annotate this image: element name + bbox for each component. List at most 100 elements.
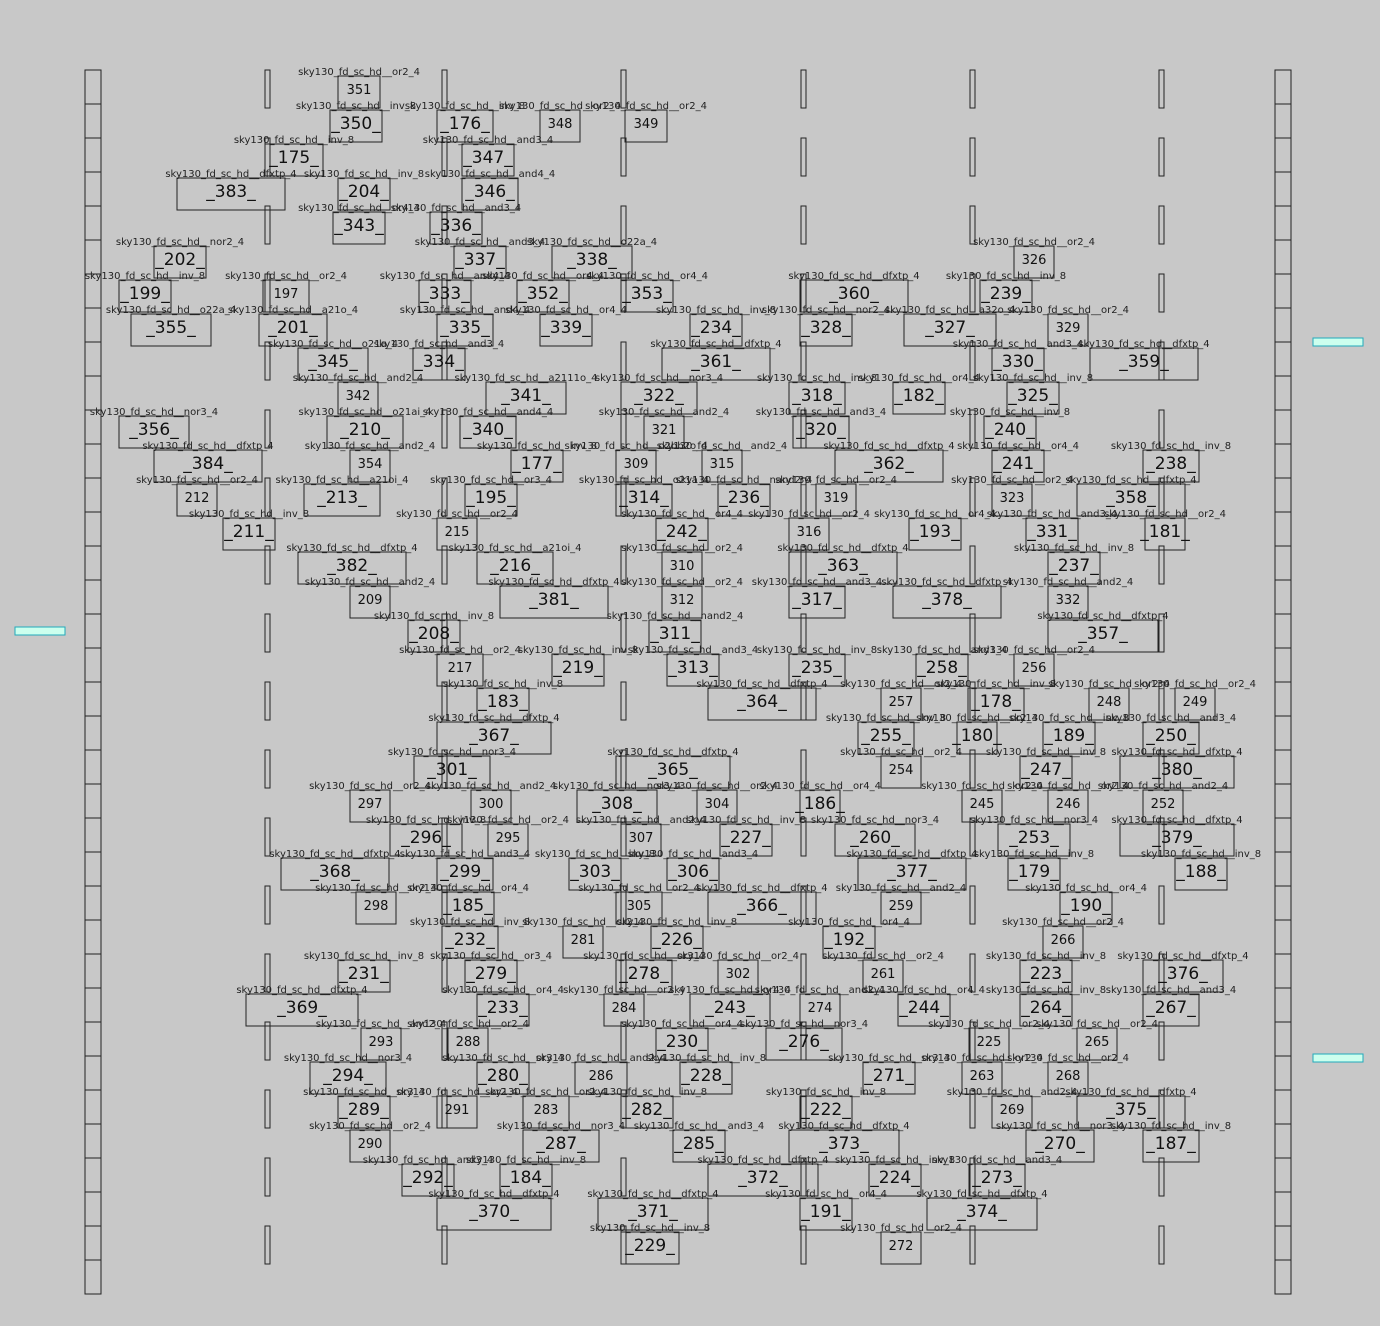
cell-306[interactable]: sky130_fd_sc_hd__and3_4_306_ [628, 849, 758, 891]
cell-340[interactable]: sky130_fd_sc_hd__and4_4_340_ [423, 407, 553, 449]
io-pin[interactable] [1312, 1053, 1364, 1063]
cell-231[interactable]: sky130_fd_sc_hd__inv_8_231_ [304, 951, 424, 993]
cell-380[interactable]: sky130_fd_sc_hd__dfxtp_4_380_ [1111, 747, 1243, 789]
cell-333[interactable]: sky130_fd_sc_hd__and4_4_333_ [380, 271, 510, 313]
cell-219[interactable]: sky130_fd_sc_hd__inv_8_219_ [518, 645, 638, 687]
cell-264[interactable]: sky130_fd_sc_hd__inv_8_264_ [986, 985, 1106, 1027]
cell-381[interactable]: sky130_fd_sc_hd__dfxtp_4_381_ [488, 577, 620, 619]
cell-232[interactable]: sky130_fd_sc_hd__inv_8_232_ [410, 917, 530, 959]
cell-223[interactable]: sky130_fd_sc_hd__inv_8_223_ [986, 951, 1106, 993]
cell-314[interactable]: sky130_fd_sc_hd__o21a_4_314_ [579, 475, 709, 517]
cell-322[interactable]: sky130_fd_sc_hd__nor3_4_322_ [595, 373, 723, 415]
cell-301[interactable]: sky130_fd_sc_hd__nor3_4_301_ [388, 747, 516, 789]
cell-370[interactable]: sky130_fd_sc_hd__dfxtp_4_370_ [428, 1189, 560, 1231]
cell-355[interactable]: sky130_fd_sc_hd__o22a_4_355_ [106, 305, 236, 347]
cell-184[interactable]: sky130_fd_sc_hd__inv_8_184_ [466, 1155, 586, 1197]
cell-356[interactable]: sky130_fd_sc_hd__nor3_4_356_ [90, 407, 218, 449]
cell-359[interactable]: sky130_fd_sc_hd__dfxtp_4_359_ [1078, 339, 1210, 381]
cell-229[interactable]: sky130_fd_sc_hd__inv_8_229_ [590, 1223, 710, 1265]
cell-175[interactable]: sky130_fd_sc_hd__inv_8_175_ [234, 135, 354, 177]
cell-279[interactable]: sky130_fd_sc_hd__or3_4_279_ [430, 951, 552, 993]
cell-227[interactable]: sky130_fd_sc_hd__inv_8_227_ [686, 815, 806, 857]
cell-358[interactable]: sky130_fd_sc_hd__dfxtp_4_358_ [1065, 475, 1197, 517]
cell-361[interactable]: sky130_fd_sc_hd__dfxtp_4_361_ [650, 339, 782, 381]
cell-308[interactable]: sky130_fd_sc_hd__nor3_4_308_ [553, 781, 681, 823]
cell-282[interactable]: sky130_fd_sc_hd__inv_8_282_ [587, 1087, 707, 1129]
cell-336[interactable]: sky130_fd_sc_hd__and3_4_336_ [391, 203, 521, 245]
cell-366[interactable]: sky130_fd_sc_hd__dfxtp_4_366_ [696, 883, 828, 925]
cell-345[interactable]: sky130_fd_sc_hd__o21a_4_345_ [268, 339, 398, 381]
cell-237[interactable]: sky130_fd_sc_hd__inv_8_237_ [1014, 543, 1134, 585]
cell-347[interactable]: sky130_fd_sc_hd__and3_4_347_ [423, 135, 553, 177]
cell-368[interactable]: sky130_fd_sc_hd__dfxtp_4_368_ [269, 849, 401, 891]
cell-350[interactable]: sky130_fd_sc_hd__inv_8_350_ [296, 101, 416, 143]
cell-185[interactable]: sky130_fd_sc_hd__or4_4_185_ [407, 883, 529, 925]
cell-367[interactable]: sky130_fd_sc_hd__dfxtp_4_367_ [428, 713, 560, 755]
cell-330[interactable]: sky130_fd_sc_hd__and3_4_330_ [953, 339, 1083, 381]
cell-250[interactable]: sky130_fd_sc_hd__and3_4_250_ [1106, 713, 1236, 755]
cell-372[interactable]: sky130_fd_sc_hd__dfxtp_4_372_ [697, 1155, 829, 1197]
cell-192[interactable]: sky130_fd_sc_hd__or4_4_192_ [788, 917, 910, 959]
cell-276[interactable]: sky130_fd_sc_hd__nor3_4_276_ [740, 1019, 868, 1061]
cell-181[interactable]: sky130_fd_sc_hd__or2_4_181_ [1104, 509, 1226, 551]
cell-204[interactable]: sky130_fd_sc_hd__inv_8_204_ [304, 169, 424, 211]
cell-240[interactable]: sky130_fd_sc_hd__inv_8_240_ [950, 407, 1070, 449]
cell-331[interactable]: sky130_fd_sc_hd__and3_4_331_ [987, 509, 1117, 551]
cell-365[interactable]: sky130_fd_sc_hd__dfxtp_4_365_ [607, 747, 739, 789]
cell-216[interactable]: sky130_fd_sc_hd__a21oi_4_216_ [448, 543, 582, 585]
cell-189[interactable]: sky130_fd_sc_hd__inv_8_189_ [1009, 713, 1129, 755]
cell-201[interactable]: sky130_fd_sc_hd__a21o_4_201_ [228, 305, 358, 347]
cell-377[interactable]: sky130_fd_sc_hd__dfxtp_4_377_ [846, 849, 978, 891]
cell-236[interactable]: sky130_fd_sc_hd__nand2_4_236_ [676, 475, 813, 517]
cell-177[interactable]: sky130_fd_sc_hd__inv_8_177_ [477, 441, 597, 483]
cell-176[interactable]: sky130_fd_sc_hd__inv_8_176_ [405, 101, 525, 143]
cell-208[interactable]: sky130_fd_sc_hd__inv_8_208_ [374, 611, 494, 653]
cell-187[interactable]: sky130_fd_sc_hd__inv_8_187_ [1111, 1121, 1231, 1163]
cell-363[interactable]: sky130_fd_sc_hd__dfxtp_4_363_ [777, 543, 909, 585]
cell-234[interactable]: sky130_fd_sc_hd__inv_8_234_ [656, 305, 776, 347]
cell-373[interactable]: sky130_fd_sc_hd__dfxtp_4_373_ [778, 1121, 910, 1163]
cell-210[interactable]: sky130_fd_sc_hd__o21ai_4_210_ [298, 407, 432, 449]
cell-303[interactable]: sky130_fd_sc_hd__inv_8_303_ [535, 849, 655, 891]
cell-292[interactable]: sky130_fd_sc_hd__and3_4_292_ [363, 1155, 493, 1197]
cell-320[interactable]: sky130_fd_sc_hd__and3_4_320_ [756, 407, 886, 449]
cell-357[interactable]: sky130_fd_sc_hd__dfxtp_4_357_ [1037, 611, 1169, 653]
cell-362[interactable]: sky130_fd_sc_hd__dfxtp_4_362_ [823, 441, 955, 483]
cell-364[interactable]: sky130_fd_sc_hd__dfxtp_4_364_ [696, 679, 828, 721]
cell-211[interactable]: sky130_fd_sc_hd__inv_8_211_ [189, 509, 309, 551]
cell-199[interactable]: sky130_fd_sc_hd__inv_8_199_ [85, 271, 205, 313]
cell-353[interactable]: sky130_fd_sc_hd__or4_4_353_ [586, 271, 708, 313]
cell-379[interactable]: sky130_fd_sc_hd__dfxtp_4_379_ [1111, 815, 1243, 857]
cell-233[interactable]: sky130_fd_sc_hd__or4_4_233_ [442, 985, 564, 1027]
cell-213[interactable]: sky130_fd_sc_hd__a21oi_4_213_ [275, 475, 409, 517]
cell-337[interactable]: sky130_fd_sc_hd__and3_4_337_ [415, 237, 545, 279]
io-pin[interactable] [1312, 337, 1364, 347]
cell-313[interactable]: sky130_fd_sc_hd__and3_4_313_ [628, 645, 758, 687]
cell-317[interactable]: sky130_fd_sc_hd__and3_4_317_ [752, 577, 882, 619]
cell-260[interactable]: sky130_fd_sc_hd__nor3_4_260_ [811, 815, 939, 857]
cell-341[interactable]: sky130_fd_sc_hd__a2111o_4_341_ [455, 373, 598, 415]
